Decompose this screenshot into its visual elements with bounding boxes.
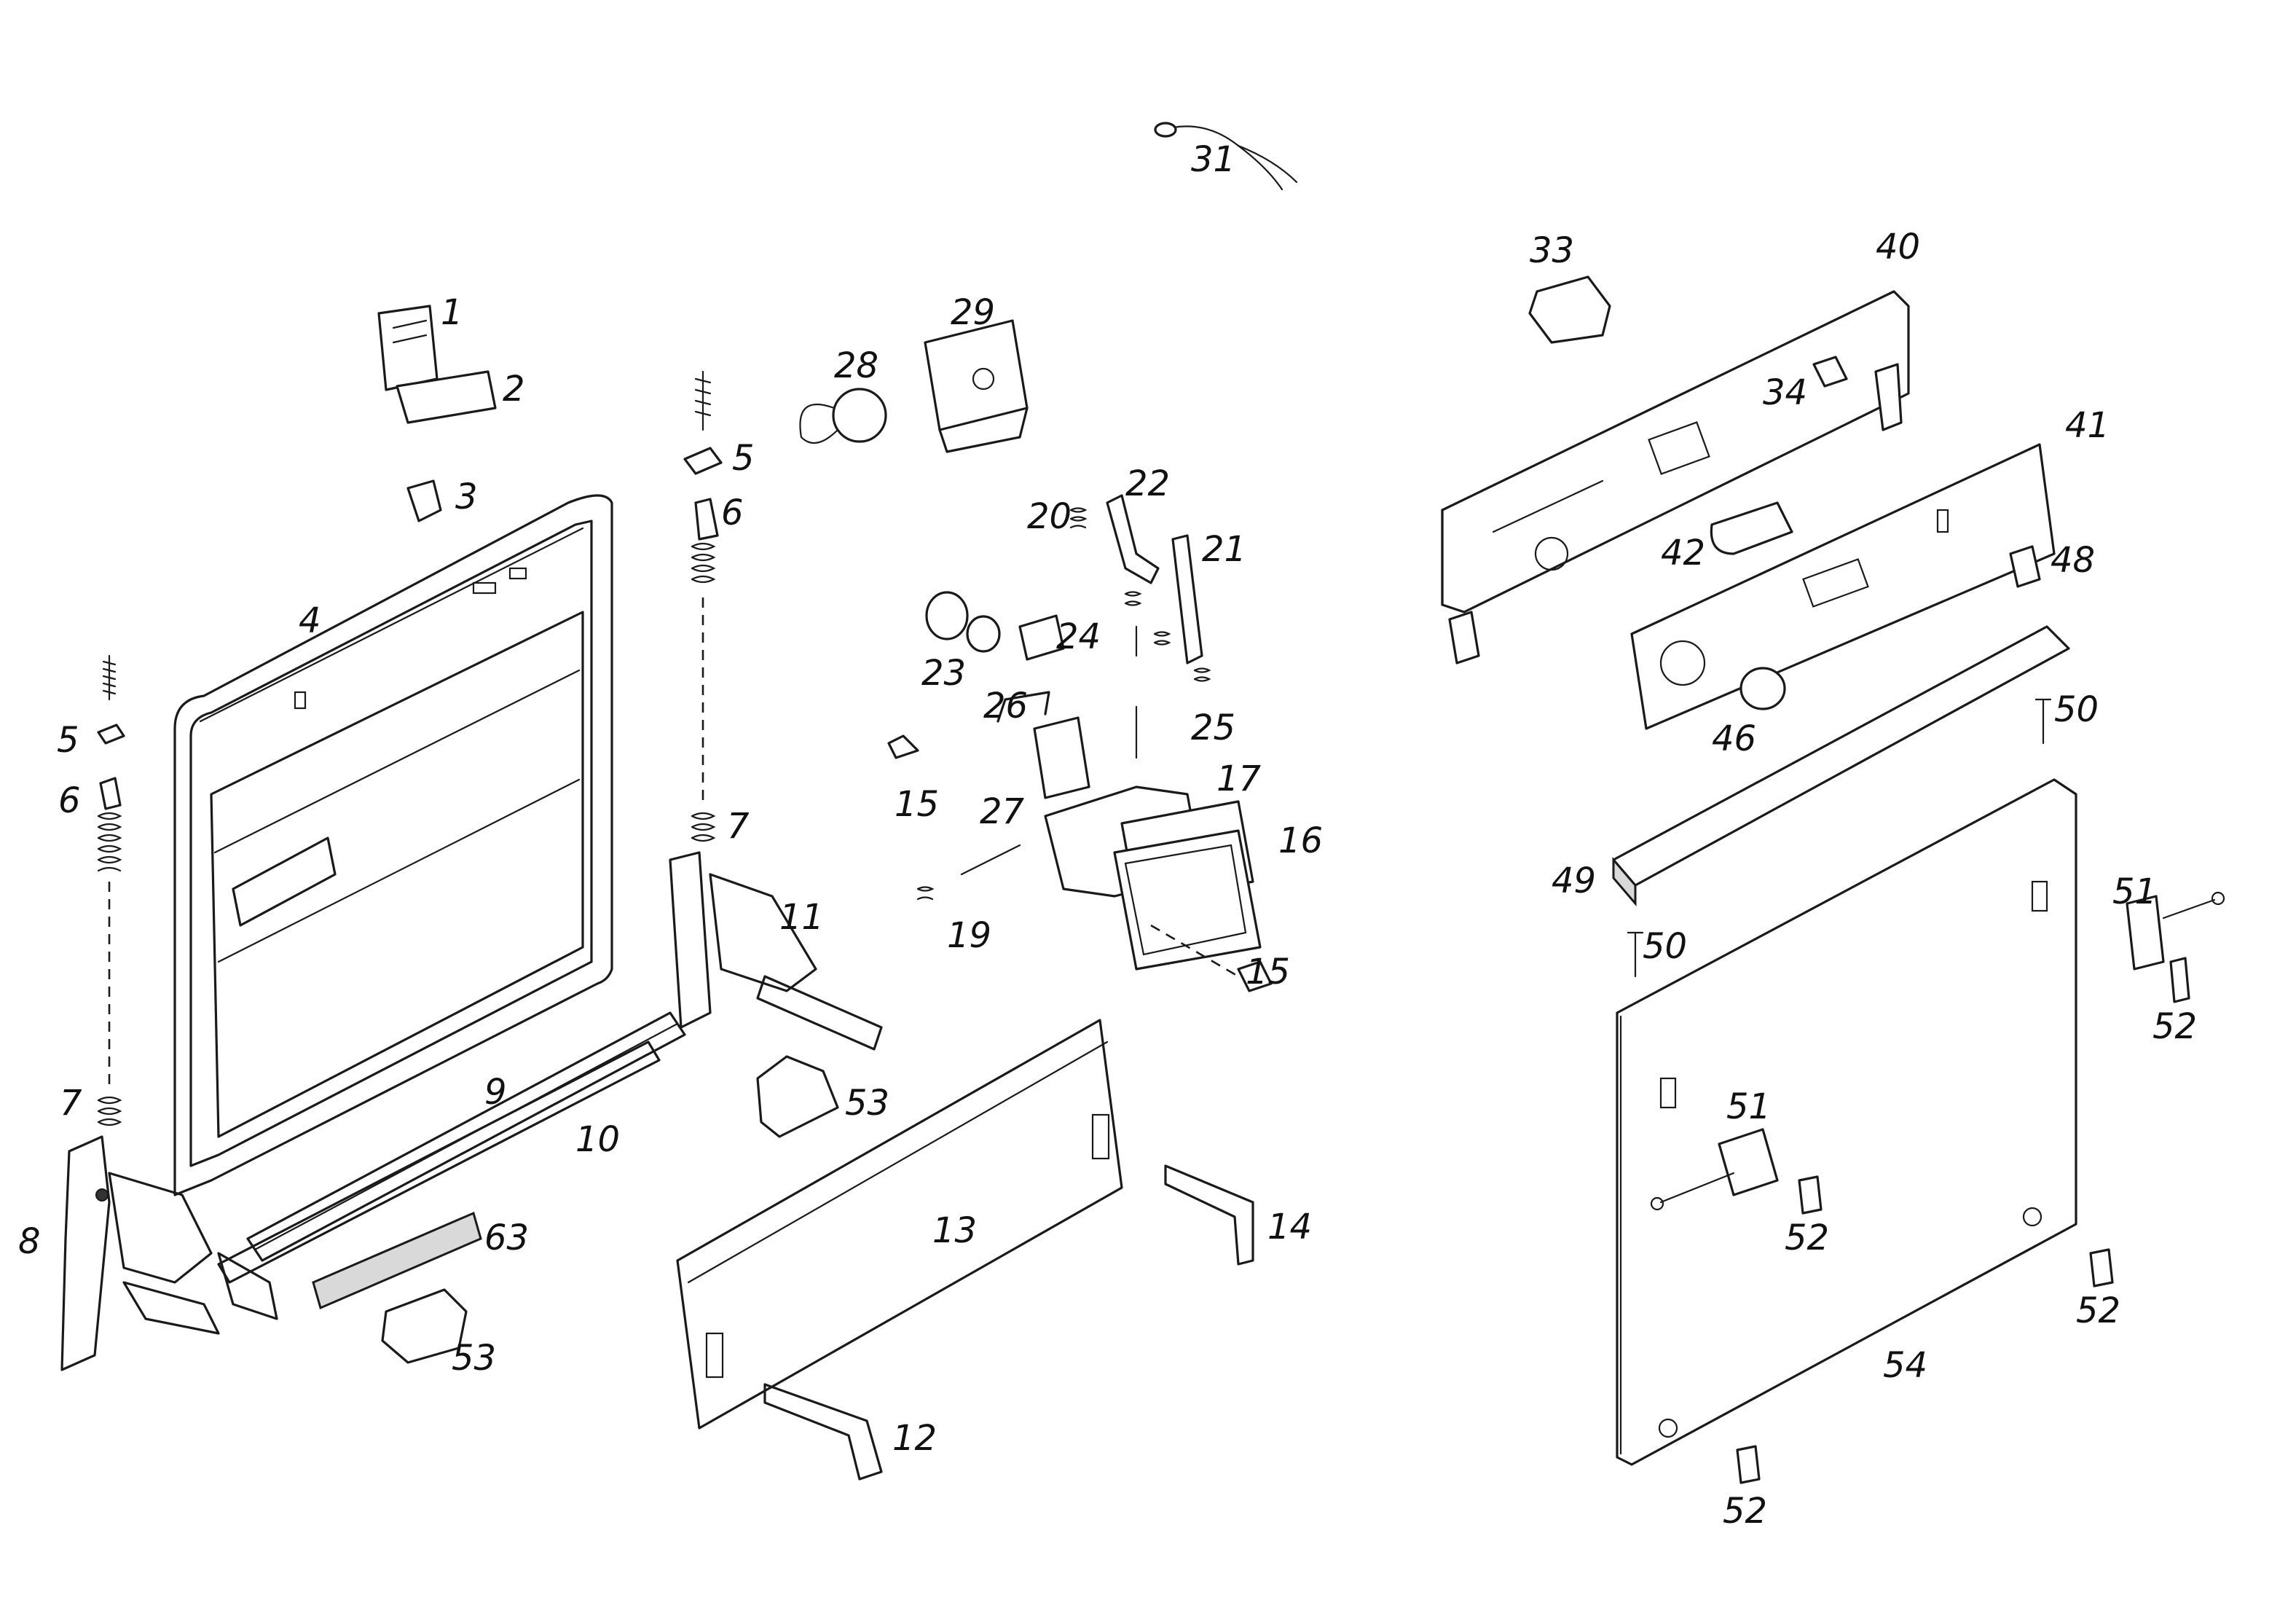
part-52-clip-d [1736, 1445, 1761, 1484]
label-part-51-right: 51 [2112, 871, 2157, 912]
label-part-21: 21 [1202, 529, 1246, 570]
part-49-rail [1612, 625, 2070, 907]
part-42-handle [1710, 501, 1793, 555]
label-part-50-upper: 50 [2054, 689, 2099, 730]
label-part-24: 24 [1056, 616, 1101, 657]
part-31-cable [1154, 122, 1298, 191]
label-part-9: 9 [484, 1072, 507, 1113]
label-part-7-middle: 7 [727, 806, 750, 847]
label-part-29: 29 [951, 292, 995, 333]
part-63-seal-strip [312, 1211, 482, 1310]
label-part-54: 54 [1883, 1345, 1927, 1386]
part-28-switch [799, 388, 887, 444]
part-3-clip [406, 479, 442, 522]
label-part-49: 49 [1552, 861, 1596, 901]
label-part-14: 14 [1267, 1207, 1312, 1247]
label-part-52-b: 52 [1785, 1218, 1829, 1258]
label-part-27: 27 [980, 791, 1025, 832]
label-part-11: 11 [779, 897, 824, 938]
label-part-51-middle: 51 [1726, 1086, 1771, 1127]
part-33-bracket [1528, 275, 1611, 344]
part-52-clip-a [2169, 957, 2190, 1003]
part-52-clip-c [2089, 1248, 2114, 1287]
label-part-28: 28 [834, 345, 878, 386]
label-part-10: 10 [575, 1119, 620, 1160]
part-50-screw-upper [2034, 698, 2052, 745]
label-part-15-left: 15 [895, 784, 939, 825]
label-part-41: 41 [2065, 405, 2110, 446]
label-part-5-middle: 5 [732, 438, 755, 479]
part-41-facia [1630, 443, 2056, 730]
label-part-25: 25 [1191, 707, 1235, 748]
part-51-hinge-middle [1650, 1128, 1779, 1211]
label-part-42: 42 [1661, 533, 1705, 573]
part-46-knob [1739, 667, 1786, 710]
label-part-48: 48 [2051, 540, 2095, 581]
label-part-8: 8 [18, 1221, 41, 1262]
part-53-upper-block [756, 1055, 839, 1138]
label-part-2: 2 [503, 369, 525, 409]
label-part-12: 12 [892, 1418, 937, 1459]
label-part-13: 13 [932, 1210, 977, 1251]
label-part-22: 22 [1125, 463, 1170, 504]
label-part-33: 33 [1530, 230, 1574, 271]
part-12-bracket [763, 1383, 883, 1481]
part-13-kick-panel [676, 1019, 1123, 1430]
label-part-53-lower: 53 [452, 1338, 496, 1379]
left-spring-assembly [97, 654, 125, 1126]
label-part-34: 34 [1763, 372, 1807, 413]
part-34-clip [1812, 356, 1848, 388]
part-48-cap [2009, 545, 2041, 588]
part-50-screw-lower [1627, 931, 1644, 978]
part-8-left-hinge [60, 1135, 278, 1371]
label-part-1: 1 [441, 292, 463, 333]
part-54-front-panel [1616, 778, 2077, 1466]
label-part-52-d: 52 [1723, 1491, 1767, 1532]
label-part-6-left: 6 [58, 780, 81, 821]
label-part-5-left: 5 [57, 720, 79, 761]
label-part-31: 31 [1191, 139, 1235, 180]
label-part-3: 3 [455, 477, 478, 517]
label-part-17: 17 [1216, 759, 1262, 799]
part-4-inner-door [173, 494, 613, 1196]
label-part-15-right: 15 [1246, 952, 1290, 992]
label-part-52-a: 52 [2152, 1006, 2197, 1047]
label-part-46: 46 [1712, 718, 1756, 759]
label-part-6-middle: 6 [721, 493, 744, 533]
part-14-bracket [1164, 1164, 1254, 1266]
part-29-timer [924, 319, 1029, 453]
label-part-23: 23 [921, 653, 966, 694]
label-part-16: 16 [1278, 820, 1323, 861]
part-53-lower-block [381, 1288, 468, 1364]
label-part-20: 20 [1027, 496, 1072, 537]
label-part-52-c: 52 [2076, 1290, 2120, 1331]
part-52-clip-b [1798, 1175, 1823, 1215]
label-part-40: 40 [1876, 227, 1920, 267]
part-11-right-hinge [669, 851, 883, 1051]
label-part-26: 26 [983, 686, 1028, 726]
label-part-53-upper: 53 [845, 1083, 889, 1124]
parts-20-27-cluster [887, 494, 1273, 992]
label-part-19: 19 [947, 915, 991, 956]
label-part-50-lower: 50 [1643, 926, 1687, 967]
middle-spring-assembly [683, 370, 723, 842]
label-part-7-left: 7 [60, 1083, 82, 1124]
part-1-2-latch [377, 305, 497, 424]
part-51-hinge-right [2126, 891, 2225, 971]
label-part-63: 63 [484, 1218, 529, 1258]
label-part-4: 4 [299, 600, 321, 641]
part-40-control-panel [1441, 290, 1910, 665]
